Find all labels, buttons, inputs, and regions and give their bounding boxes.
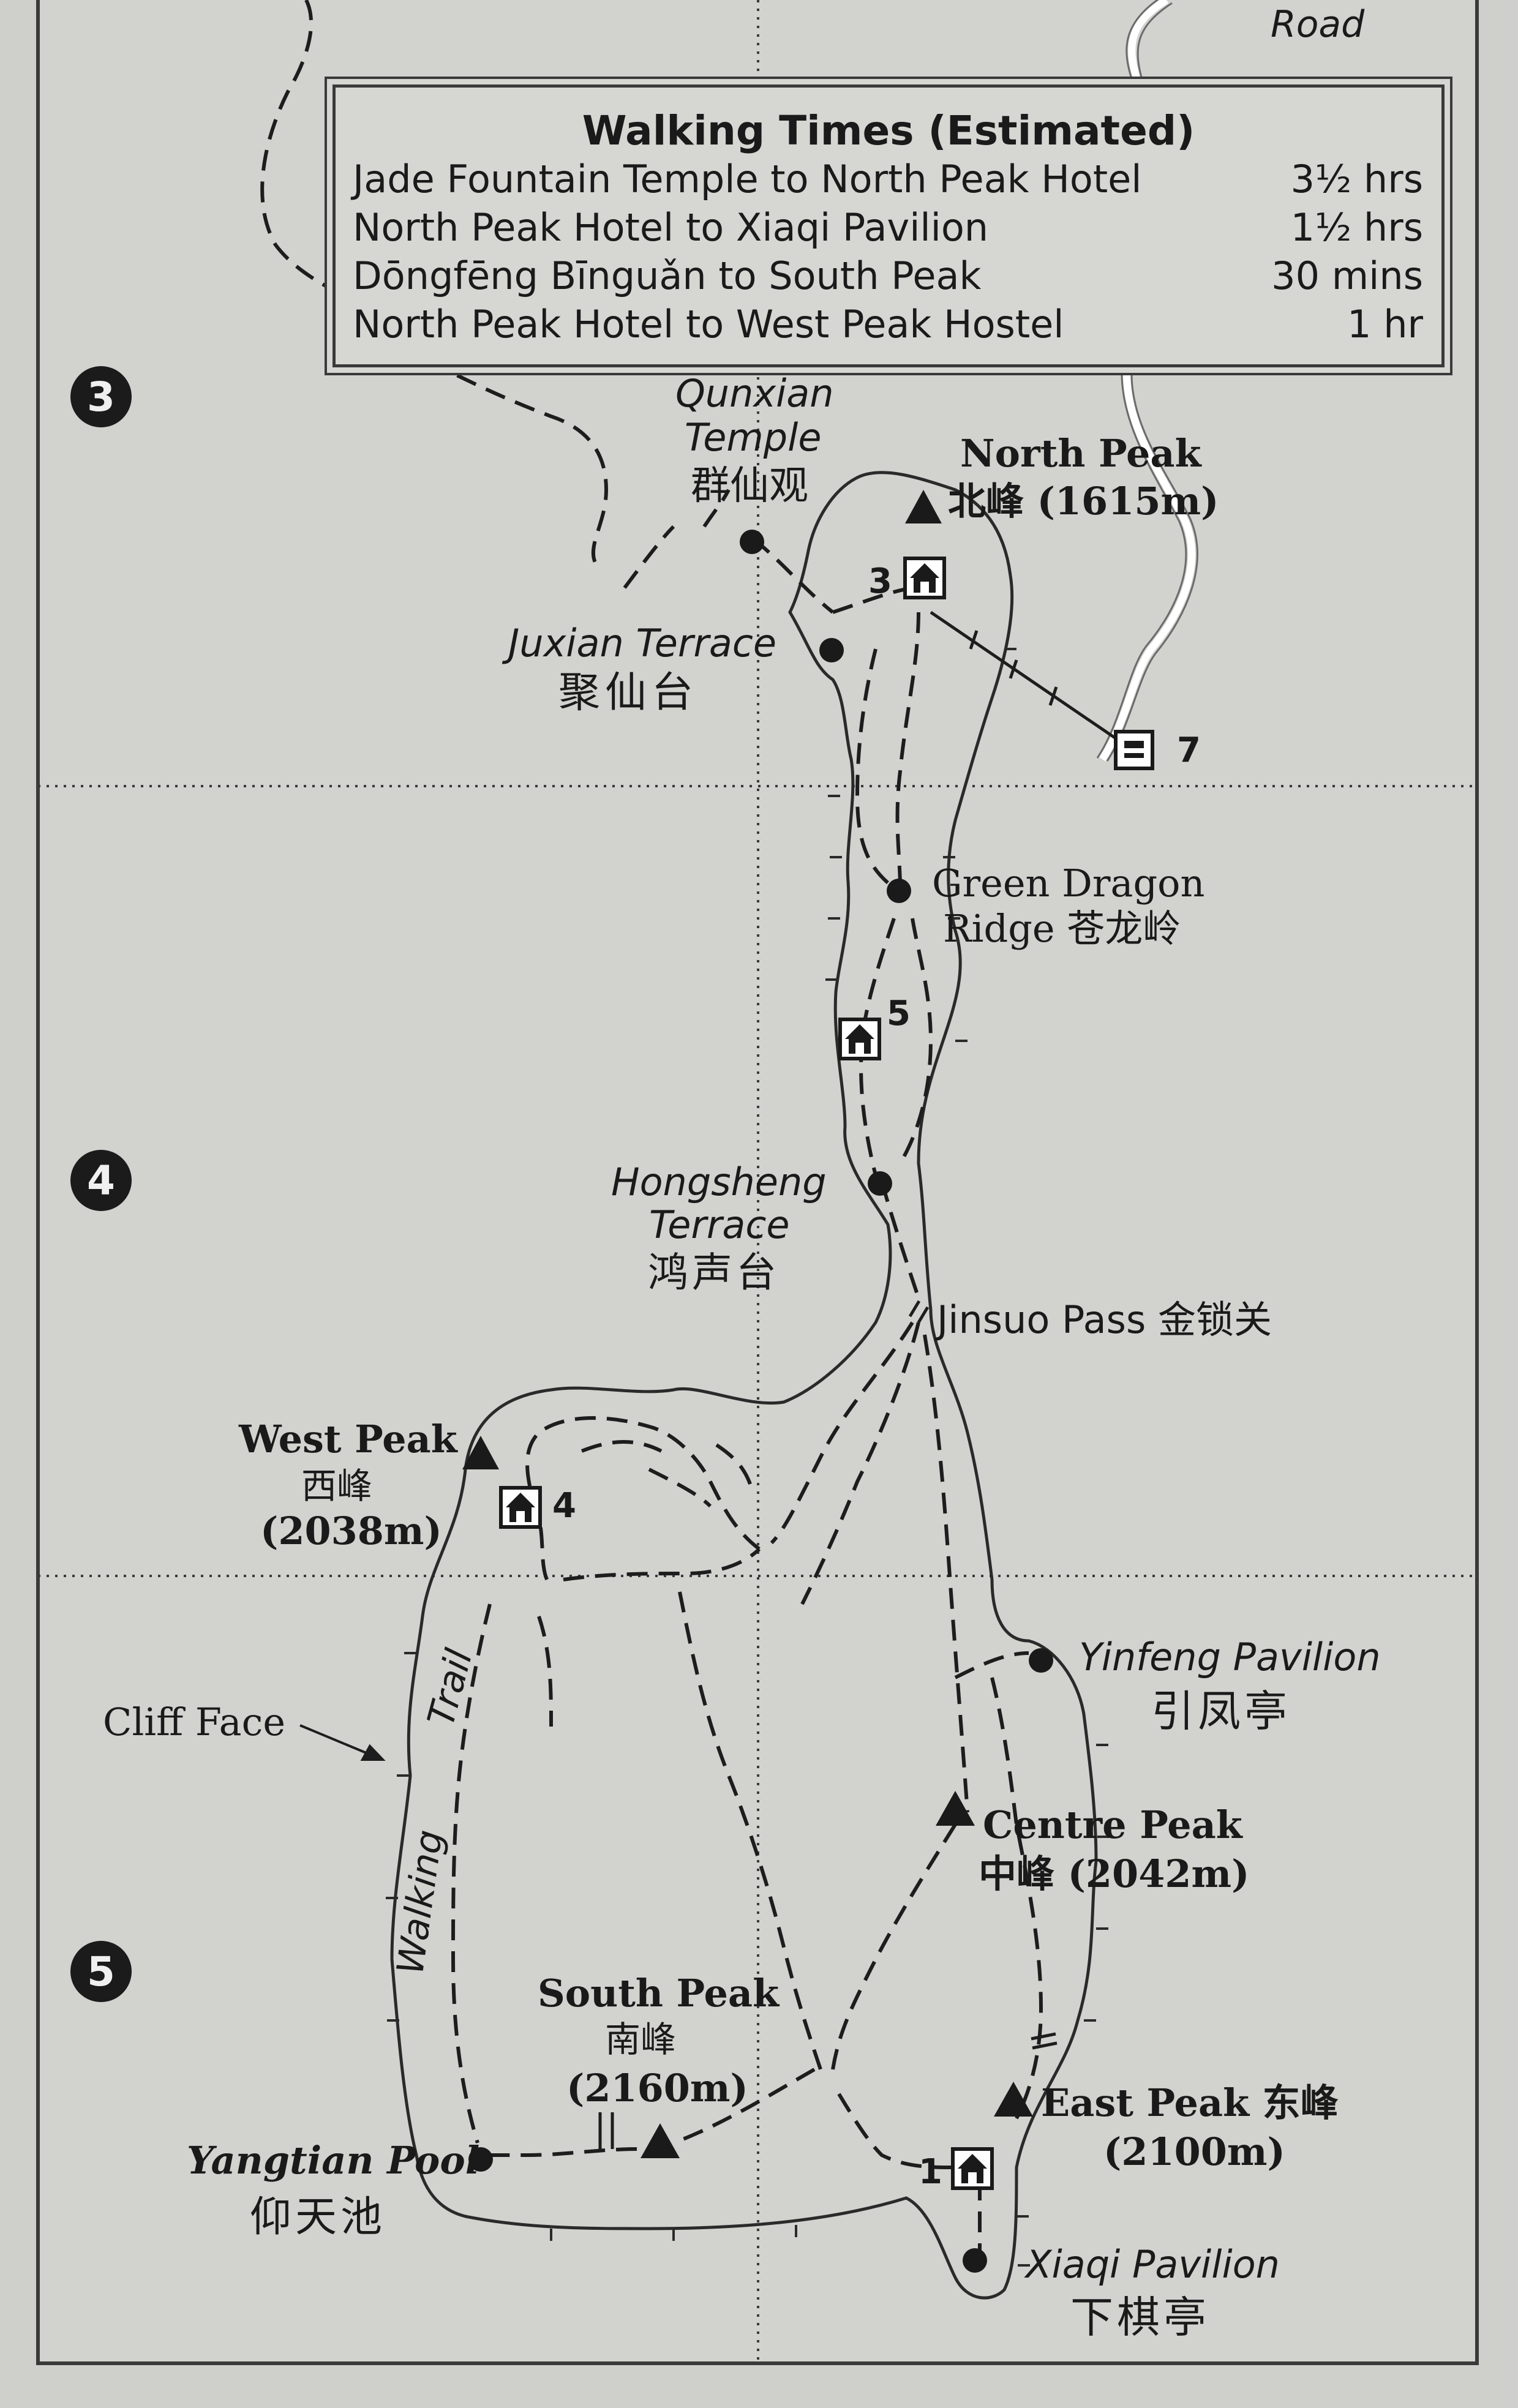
hongsheng-dot-icon bbox=[868, 1171, 892, 1196]
green-dragon-dot-icon bbox=[887, 879, 911, 903]
qunxian-label-zh: 群仙观 bbox=[691, 463, 808, 509]
cable-car-line bbox=[930, 610, 1134, 752]
xiaqi-dot-icon bbox=[963, 2248, 987, 2273]
road bbox=[1099, 0, 1196, 762]
hotel-1-number: 1 bbox=[919, 2152, 942, 2192]
west-peak-label-zh: 西峰 bbox=[301, 1465, 373, 1507]
west-peak-label-en: West Peak bbox=[239, 1417, 457, 1461]
yinfeng-label-zh: 引凤亭 bbox=[1151, 1686, 1291, 1736]
pass-marks bbox=[598, 1300, 1058, 2149]
yinfeng-dot-icon bbox=[1029, 1648, 1053, 1673]
hotel-icons bbox=[499, 557, 994, 2190]
grid-number-3: 3 bbox=[70, 366, 132, 427]
east-peak-elevation: (2100m) bbox=[1103, 2129, 1285, 2174]
legend-time: 30 mins bbox=[1271, 253, 1423, 298]
sight-dots bbox=[468, 530, 1053, 2273]
south-peak-triangle-icon bbox=[641, 2123, 680, 2158]
legend-row: Jade Fountain Temple to North Peak Hotel… bbox=[353, 157, 1423, 201]
qunxian-dot-icon bbox=[740, 530, 764, 554]
hotel-3-number: 3 bbox=[868, 561, 892, 601]
xiaqi-label-en: Xiaqi Pavilion bbox=[1026, 2242, 1280, 2287]
grid-number-5: 5 bbox=[70, 1941, 132, 2002]
legend-title: Walking Times (Estimated) bbox=[582, 107, 1195, 154]
cable-car-icon bbox=[1114, 730, 1154, 770]
hotel-3-icon bbox=[903, 557, 946, 599]
centre-peak-triangle-icon bbox=[936, 1791, 975, 1826]
xiaqi-label-zh: 下棋亭 bbox=[1070, 2292, 1210, 2342]
hongsheng-label-2: Terrace bbox=[649, 1202, 790, 1247]
hongsheng-label-1: Hongsheng bbox=[611, 1160, 827, 1204]
road-label: Road bbox=[1271, 3, 1365, 46]
south-peak-elevation: (2160m) bbox=[566, 2066, 748, 2110]
legend-time: 3½ hrs bbox=[1290, 157, 1423, 201]
legend-row: North Peak Hotel to West Peak Hostel 1 h… bbox=[353, 302, 1423, 347]
west-peak-elevation: (2038m) bbox=[260, 1509, 442, 1553]
legend-route: Dōngfēng Bīnguǎn to South Peak bbox=[353, 253, 982, 298]
walking-times-legend: Walking Times (Estimated) Jade Fountain … bbox=[333, 84, 1445, 367]
map-frame bbox=[36, 0, 1479, 2365]
hotel-4-icon bbox=[499, 1486, 542, 1529]
hotel-5-number: 5 bbox=[887, 994, 911, 1033]
hotel-4-number: 4 bbox=[552, 1486, 576, 1526]
qunxian-label-en-1: Qunxian bbox=[675, 371, 834, 416]
green-dragon-label-2: Ridge 苍龙岭 bbox=[943, 906, 1181, 951]
south-peak-label-zh: 南峰 bbox=[605, 2019, 677, 2060]
east-peak-label-en: East Peak 东峰 bbox=[1041, 2080, 1339, 2125]
walking-trails bbox=[260, 0, 1043, 2265]
legend-time: 1½ hrs bbox=[1290, 205, 1423, 250]
north-peak-label-zh: 北峰 (1615m) bbox=[948, 479, 1219, 523]
yangtian-dot-icon bbox=[468, 2147, 493, 2172]
outline-ticks bbox=[386, 648, 1110, 2267]
legend-time: 1 hr bbox=[1347, 302, 1423, 347]
legend-row: Dōngfēng Bīnguǎn to South Peak 30 mins bbox=[353, 253, 1423, 298]
grid-number-4: 4 bbox=[70, 1150, 132, 1211]
yinfeng-label-en: Yinfeng Pavilion bbox=[1079, 1635, 1381, 1679]
hongsheng-label-zh: 鸿声台 bbox=[648, 1249, 780, 1296]
cliff-face-arrow bbox=[299, 1724, 386, 1761]
green-dragon-label-1: Green Dragon bbox=[932, 861, 1205, 906]
north-peak-label-en: North Peak bbox=[960, 431, 1201, 476]
centre-peak-label-en: Centre Peak bbox=[983, 1802, 1242, 1847]
peak-markers bbox=[462, 490, 1033, 2158]
legend-route: Jade Fountain Temple to North Peak Hotel bbox=[353, 157, 1142, 201]
jinsuo-pass-label: Jinsuo Pass 金锁关 bbox=[937, 1297, 1272, 1342]
south-peak-label-en: South Peak bbox=[538, 1971, 780, 2016]
hotel-1-icon bbox=[951, 2147, 994, 2190]
west-peak-triangle-icon bbox=[462, 1436, 499, 1469]
cliff-face-label: Cliff Face bbox=[103, 1700, 286, 1744]
juxian-dot-icon bbox=[819, 638, 844, 662]
road-edge bbox=[1096, 0, 1198, 762]
north-peak-triangle-icon bbox=[905, 490, 942, 523]
centre-peak-label-zh: 中峰 (2042m) bbox=[979, 1851, 1250, 1896]
qunxian-label-en-2: Temple bbox=[685, 415, 822, 460]
east-peak-triangle-icon bbox=[994, 2082, 1033, 2117]
yangtian-label-en: Yangtian Pool bbox=[187, 2138, 480, 2183]
mountain-outline bbox=[390, 471, 1098, 2300]
juxian-label-zh: 聚仙台 bbox=[558, 669, 699, 717]
legend-row: North Peak Hotel to Xiaqi Pavilion 1½ hr… bbox=[353, 205, 1423, 250]
juxian-label-en: Juxian Terrace bbox=[508, 621, 777, 666]
hotel-5-icon bbox=[838, 1018, 881, 1060]
yangtian-label-zh: 仰天池 bbox=[250, 2193, 386, 2241]
legend-route: North Peak Hotel to Xiaqi Pavilion bbox=[353, 205, 989, 250]
cable-car-number: 7 bbox=[1177, 730, 1201, 770]
legend-route: North Peak Hotel to West Peak Hostel bbox=[353, 302, 1064, 347]
